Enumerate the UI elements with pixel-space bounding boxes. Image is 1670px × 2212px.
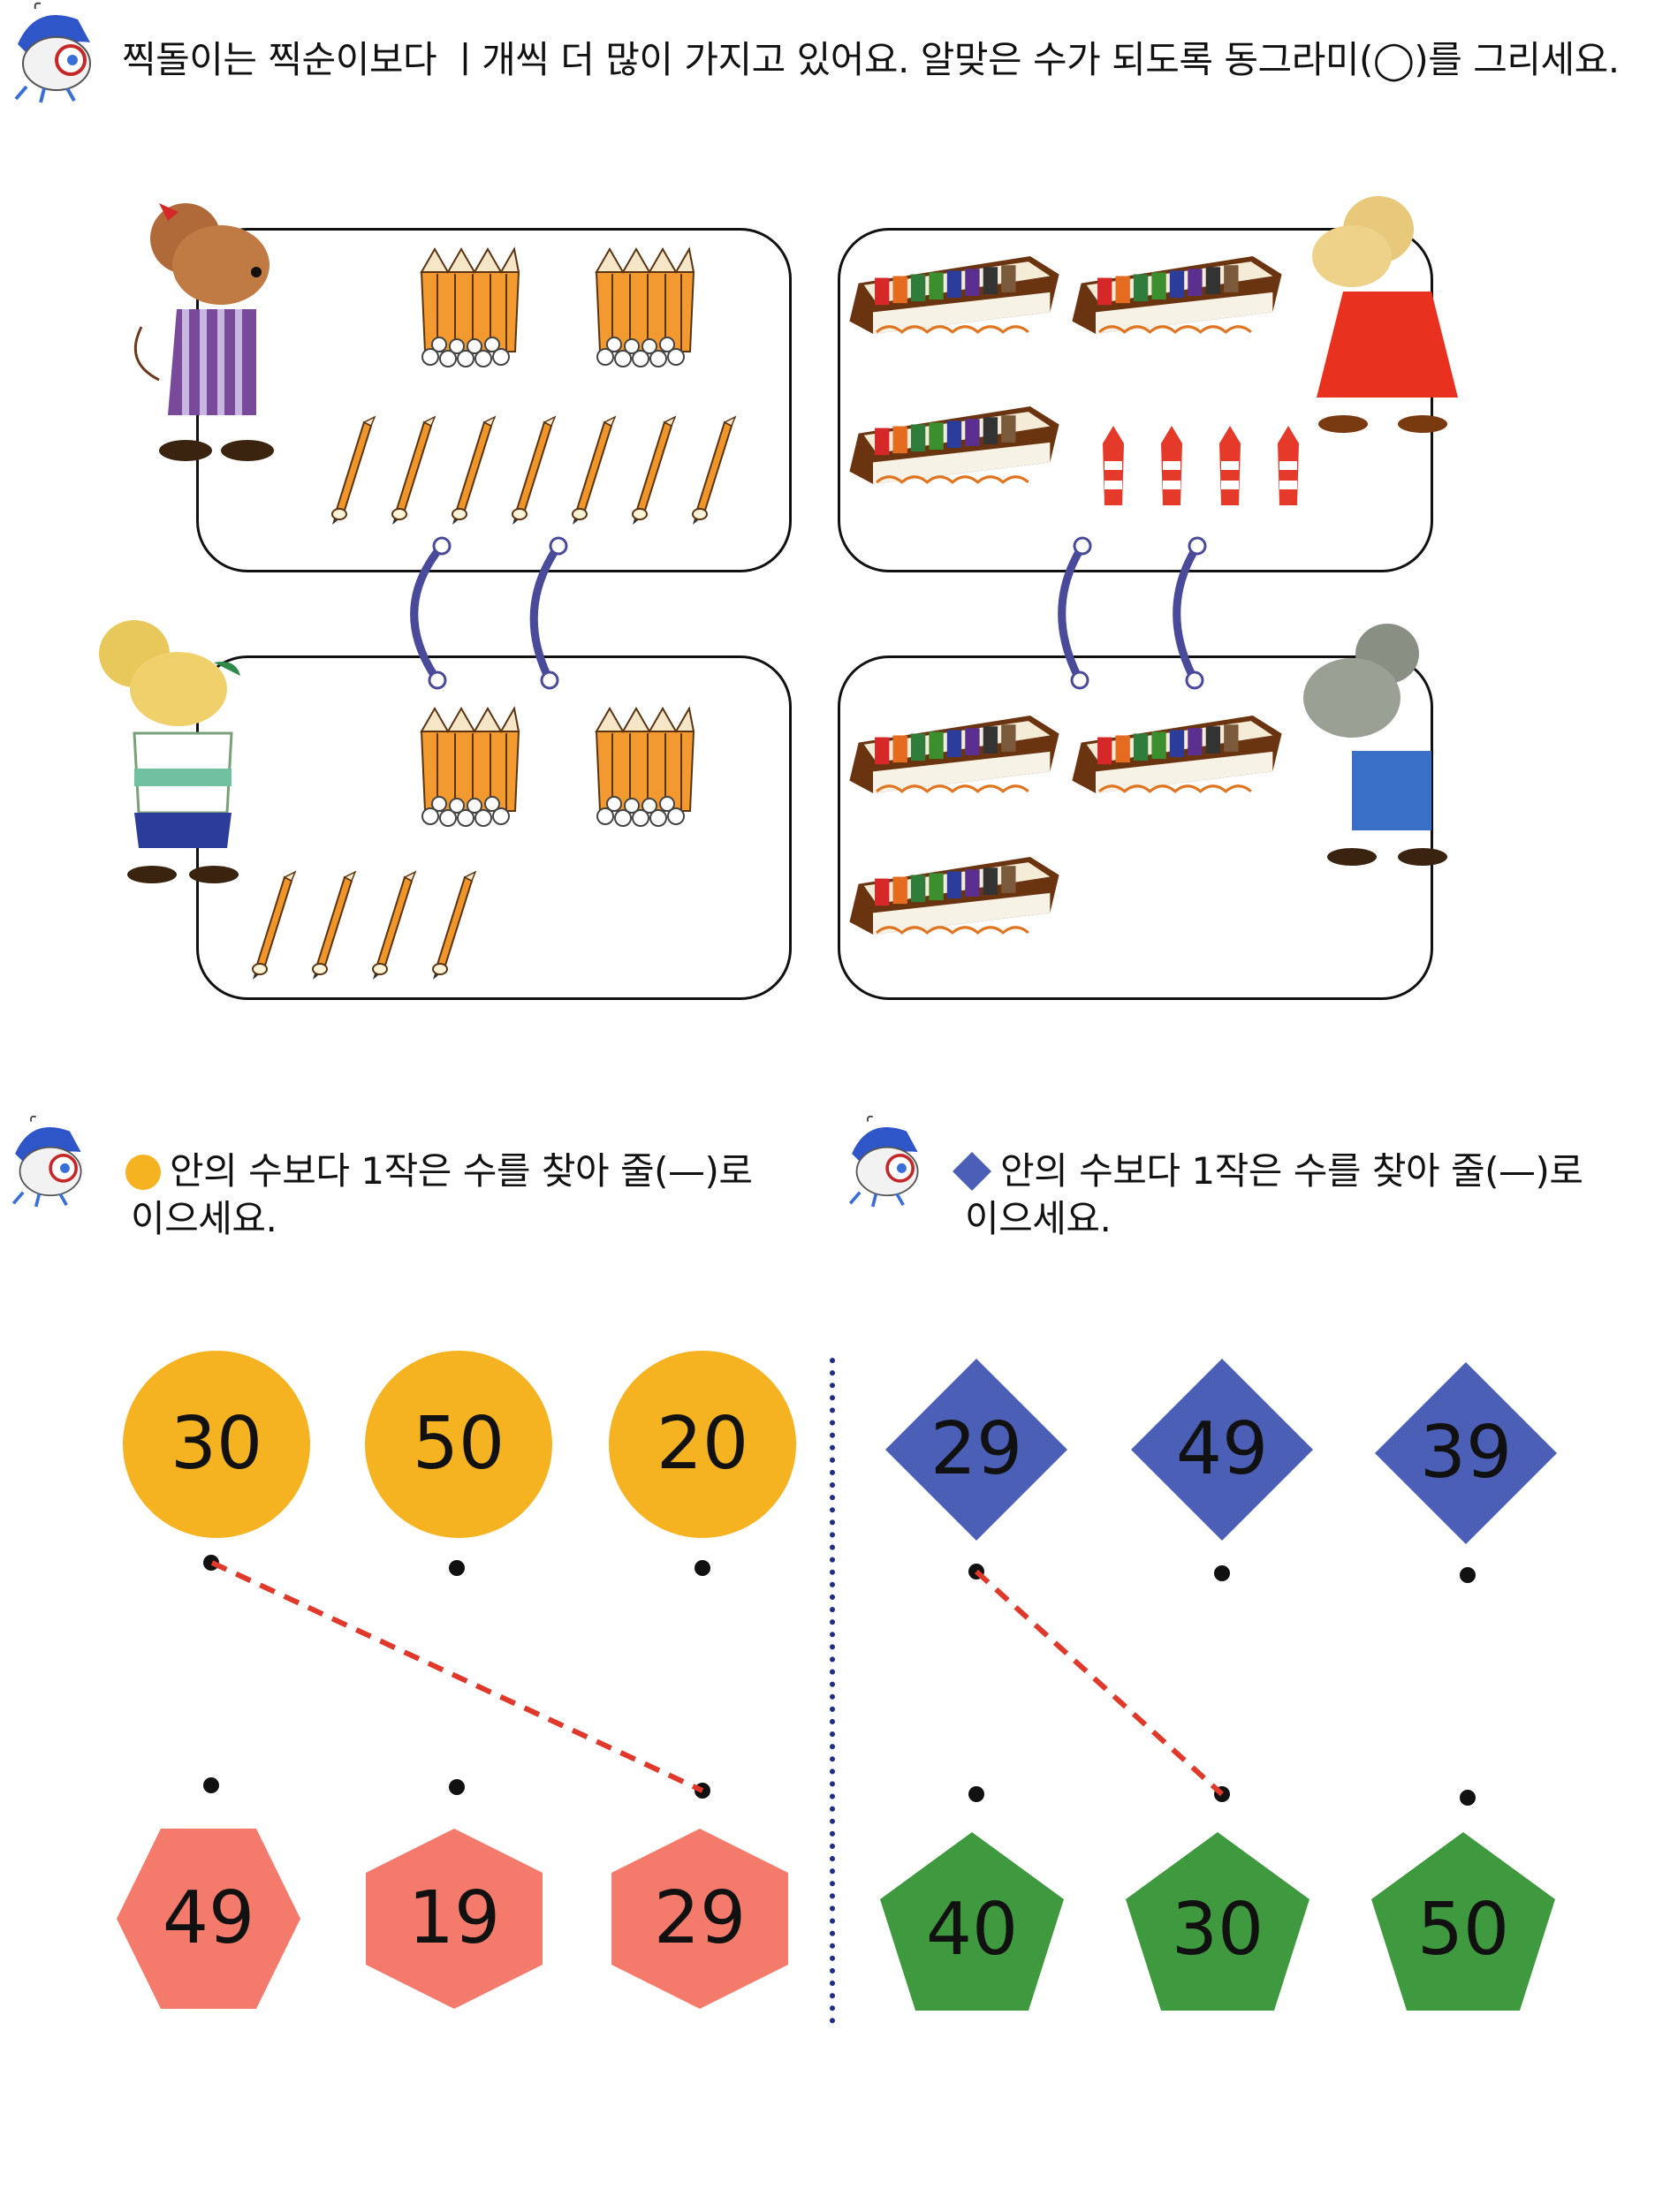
crayon-box-icon: [848, 857, 1060, 936]
instruction-left-line1: 안의 수보다 1작은 수를 찾아 줄(—)로: [170, 1149, 753, 1193]
answer-line-left: [210, 1560, 704, 1793]
instruction-top: 찍돌이는 찍순이보다 ㅣ개씩 더 많이 가지고 있어요. 알맞은 수가 되도록 …: [122, 38, 1620, 81]
ring-1: [410, 542, 446, 685]
circle-shape-20: [609, 1351, 796, 1538]
pentagon-shape-50: [1371, 1832, 1555, 2011]
mouse-icon: [1312, 196, 1458, 433]
pencil-icon: [331, 416, 376, 526]
connect-dot[interactable]: [695, 1560, 710, 1576]
mascot-icon: [14, 2, 92, 105]
circle-shape-30: [123, 1351, 310, 1538]
diamond-number: 29: [930, 1407, 1023, 1491]
pencil-bundle-icon: [587, 705, 703, 837]
pencil-icon: [372, 871, 416, 981]
diamond-shape-29: [885, 1359, 1067, 1541]
pencil-icon: [632, 416, 676, 526]
circle-number: 50: [412, 1402, 505, 1486]
pentagon-shape-30: [1126, 1832, 1309, 2011]
pencil-icon: [312, 871, 356, 981]
crayon-icon: [1278, 426, 1299, 505]
circle-legend-icon: [125, 1155, 161, 1190]
pencil-icon: [452, 416, 496, 526]
mouse-icon: [1303, 624, 1447, 866]
pentagon-number: 30: [1171, 1888, 1264, 1972]
pentagon-number: 40: [925, 1888, 1019, 1972]
pencil-icon: [512, 416, 556, 526]
diamond-shape-39: [1375, 1362, 1557, 1544]
hexagon-shape-49: [117, 1829, 300, 2009]
diamond-legend-icon: [953, 1152, 991, 1191]
crayon-box-icon: [848, 716, 1060, 795]
circle-shape-50: [365, 1351, 552, 1538]
ring-4: [1173, 542, 1202, 685]
pencil-icon: [252, 871, 296, 981]
crayon-box-icon: [1071, 716, 1283, 795]
connect-dot[interactable]: [1214, 1565, 1230, 1581]
mouse-icon: [97, 618, 242, 885]
circle-number: 30: [170, 1402, 263, 1486]
crayon-box-icon: [848, 256, 1060, 336]
pentagon-shape-40: [880, 1832, 1064, 2011]
pencil-bundle-icon: [412, 705, 528, 837]
answer-line-right: [974, 1569, 1225, 1797]
circle-number: 20: [656, 1402, 749, 1486]
hexagon-shape-19: [366, 1829, 543, 2009]
hexagon-number: 19: [407, 1876, 501, 1960]
crayon-icon: [1103, 426, 1124, 505]
pencil-bundle-icon: [412, 246, 528, 378]
connect-dot[interactable]: [203, 1777, 219, 1793]
hexagon-number: 49: [162, 1876, 255, 1960]
crayon-icon: [1161, 426, 1182, 505]
connect-dot[interactable]: [449, 1779, 465, 1795]
connect-dot[interactable]: [1460, 1790, 1476, 1806]
mascot-icon: [848, 1115, 920, 1208]
instruction-right-line2: 이으세요.: [965, 1197, 1112, 1240]
mouse-icon: [124, 186, 336, 477]
pencil-icon: [692, 416, 736, 526]
instruction-right-line1: 안의 수보다 1작은 수를 찾아 줄(—)로: [1000, 1149, 1583, 1193]
pencil-icon: [432, 871, 476, 981]
diamond-shape-49: [1131, 1359, 1313, 1541]
connect-dot[interactable]: [449, 1560, 465, 1576]
dotted-divider: [830, 1358, 835, 2027]
pentagon-number: 50: [1416, 1888, 1510, 1972]
crayon-box-icon: [1071, 256, 1283, 336]
crayon-box-icon: [848, 406, 1060, 486]
diamond-number: 39: [1419, 1411, 1513, 1495]
ring-3: [1058, 542, 1087, 685]
ring-2: [529, 542, 563, 685]
mascot-icon: [11, 1115, 83, 1208]
crayon-icon: [1219, 426, 1241, 505]
pencil-icon: [391, 416, 436, 526]
hexagon-number: 29: [653, 1876, 747, 1960]
connect-dot[interactable]: [968, 1786, 984, 1802]
connect-dot[interactable]: [1460, 1567, 1476, 1583]
pencil-bundle-icon: [587, 246, 703, 378]
pencil-icon: [572, 416, 616, 526]
hexagon-shape-29: [611, 1829, 788, 2009]
panel-bottom-left: [196, 655, 792, 1000]
diamond-number: 49: [1175, 1407, 1269, 1491]
instruction-left-line2: 이으세요.: [131, 1197, 277, 1240]
binder-rings: [410, 536, 1207, 690]
